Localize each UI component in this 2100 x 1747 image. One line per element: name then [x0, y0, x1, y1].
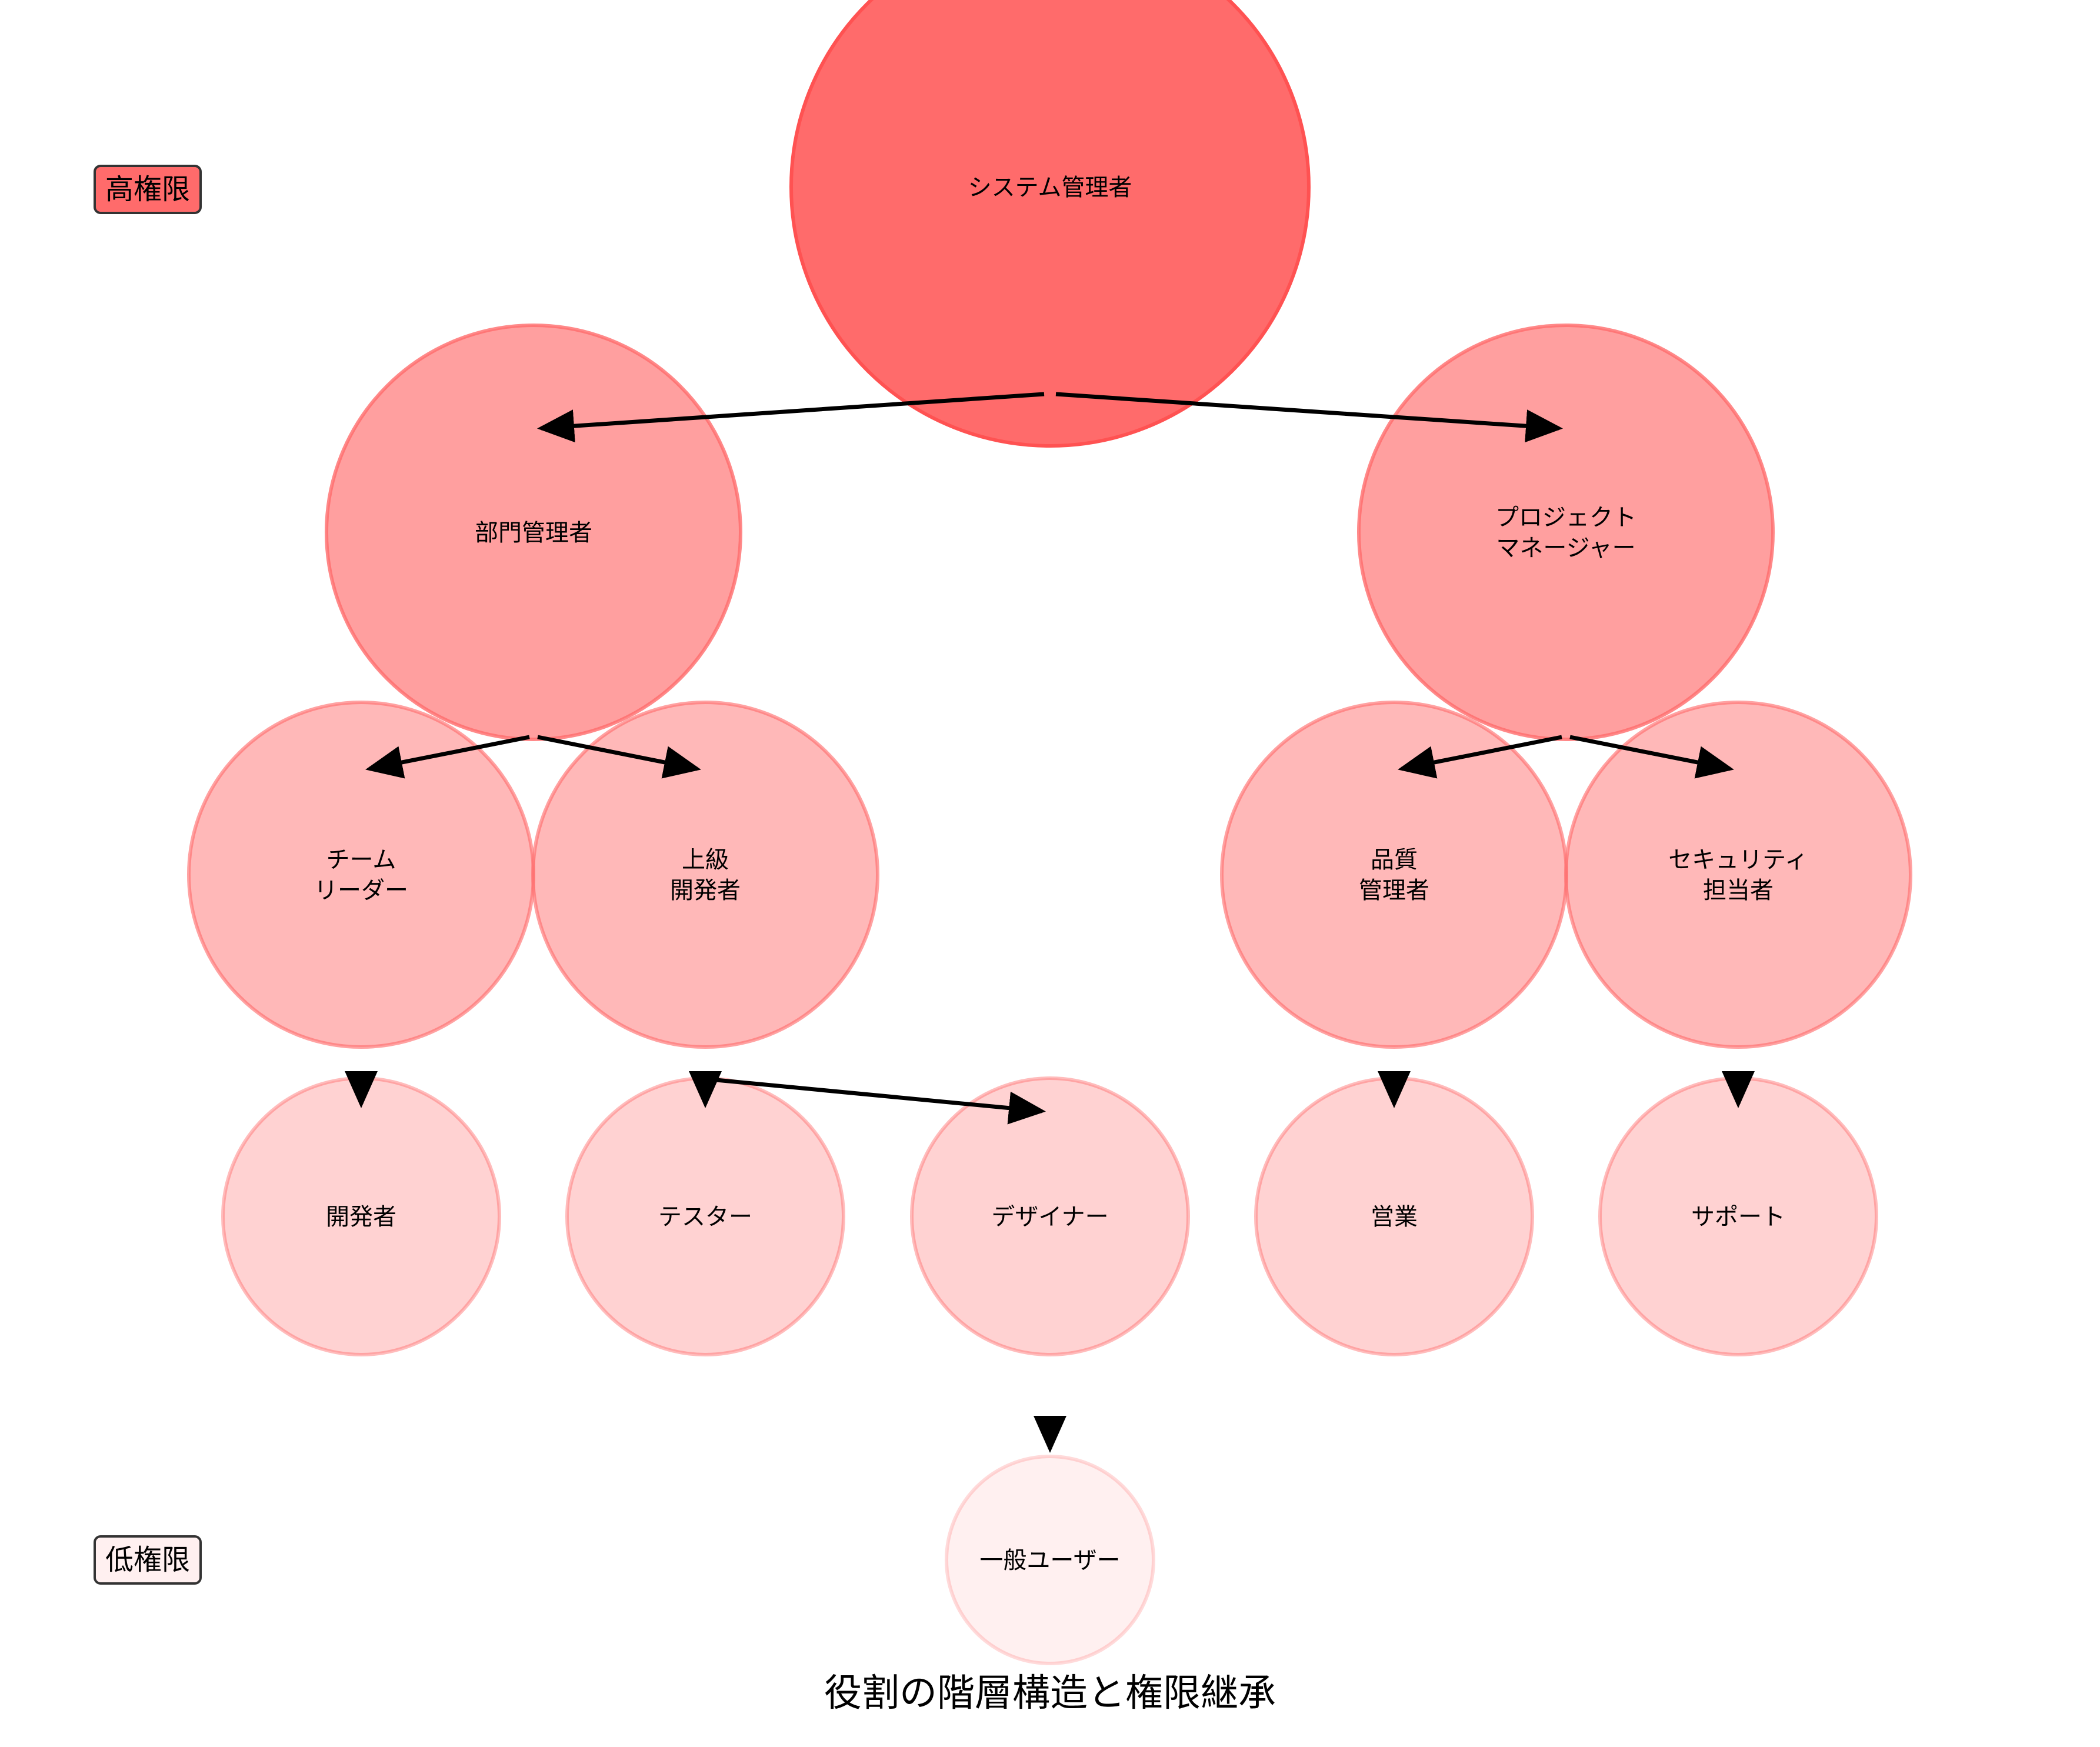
- legend-high: 高権限: [94, 165, 202, 214]
- role-label-tester: テスター: [658, 1203, 752, 1231]
- role-label-seniordev-line1: 上級: [682, 846, 729, 874]
- role-label-generaluser: 一般ユーザー: [979, 1547, 1120, 1574]
- role-label-seniordev-line2: 開発者: [670, 877, 741, 904]
- inheritance-arrow-sysadmin-to-pm: [1055, 392, 1563, 443]
- role-node-deptadmin: 部門管理者: [325, 324, 742, 741]
- role-node-generaluser: 一般ユーザー: [945, 1455, 1155, 1665]
- role-label-support: サポート: [1691, 1203, 1785, 1231]
- legend-low: 低権限: [94, 1535, 202, 1585]
- diagram-title: 役割の階層構造と権限継承: [824, 1672, 1276, 1715]
- role-node-sysadmin: システム管理者: [789, 0, 1311, 448]
- role-label-deptadmin: 部門管理者: [475, 519, 592, 546]
- role-node-developer: 開発者: [221, 1076, 501, 1356]
- role-circle-designer: [910, 1076, 1190, 1356]
- inheritance-arrow-pm-to-security: [1569, 735, 1734, 779]
- role-circle-qa: [1220, 701, 1568, 1049]
- role-label-teamleader-line2: リーダー: [314, 877, 408, 904]
- role-node-support: サポート: [1598, 1076, 1878, 1356]
- role-circle-security: [1564, 701, 1912, 1049]
- legend-low-swatch: [94, 1535, 202, 1585]
- role-label-teamleader-line1: チーム: [326, 846, 396, 874]
- role-label-pm-line2: マネージャー: [1496, 535, 1635, 562]
- role-circle-seniordev: [531, 701, 879, 1049]
- role-circle-pm: [1357, 324, 1775, 741]
- role-circle-sysadmin: [789, 0, 1311, 448]
- role-label-sysadmin: システム管理者: [968, 174, 1132, 201]
- role-label-security-line2: 担当者: [1703, 877, 1774, 904]
- role-node-tester: テスター: [565, 1076, 845, 1356]
- inheritance-arrow-deptadmin-to-teamleader: [365, 735, 530, 779]
- nodes-layer: システム管理者部門管理者プロジェクトマネージャーチームリーダー上級開発者品質管理…: [187, 0, 1912, 1665]
- role-circle-generaluser: [945, 1455, 1155, 1665]
- legend-high-swatch: [94, 165, 202, 214]
- role-label-developer: 開発者: [326, 1203, 396, 1231]
- role-circle-deptadmin: [325, 324, 742, 741]
- inheritance-arrow-pm-to-qa: [1398, 735, 1562, 779]
- edges-layer: [345, 392, 1755, 1453]
- role-label-qa-line2: 管理者: [1359, 877, 1429, 904]
- inheritance-arrow-deptadmin-to-seniordev: [537, 735, 701, 779]
- role-label-designer: デザイナー: [991, 1203, 1108, 1231]
- role-label-sales: 営業: [1371, 1203, 1418, 1231]
- legend-low-label: 低権限: [105, 1543, 190, 1576]
- role-label-pm-line1: プロジェクト: [1495, 504, 1636, 531]
- role-node-designer: デザイナー: [910, 1076, 1190, 1356]
- role-label-security-line1: セキュリティ: [1668, 846, 1808, 874]
- role-label-qa-line1: 品質: [1371, 846, 1418, 874]
- inheritance-arrow-sysadmin-to-deptadmin: [537, 392, 1045, 443]
- inheritance-arrow-seniordev-to-designer: [709, 1077, 1046, 1125]
- legend-high-label: 高権限: [105, 173, 190, 206]
- role-node-sales: 営業: [1254, 1076, 1534, 1356]
- role-circle-teamleader: [187, 701, 535, 1049]
